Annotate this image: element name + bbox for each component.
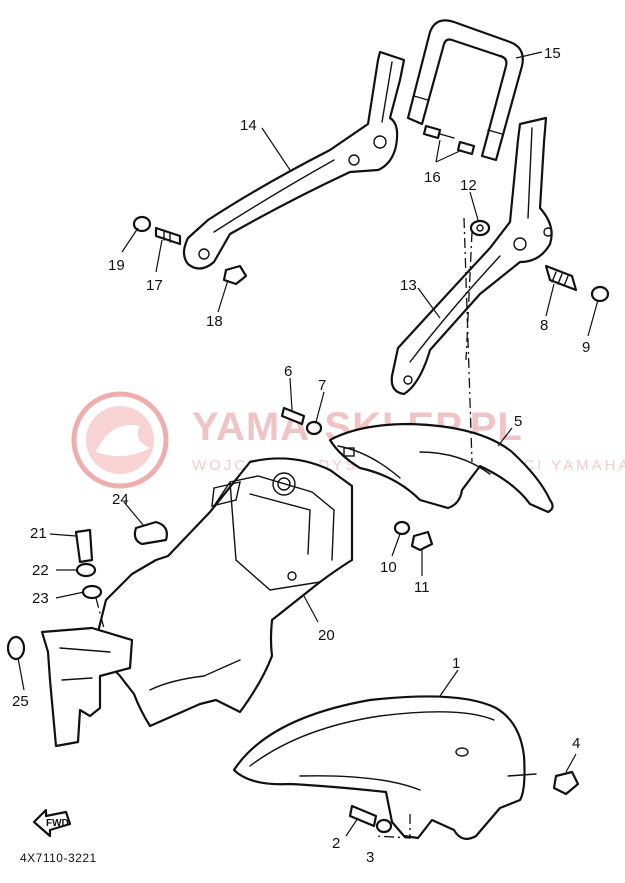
callout-19: 19 [108,257,125,274]
assembly-lines [95,217,473,839]
fwd-label: FWD [46,818,69,829]
callout-5: 5 [514,413,522,430]
part-15-grab-bar [406,19,524,162]
diagram-code: 4X7110-3221 [20,851,97,865]
callout-7: 7 [318,377,326,394]
callout-24: 24 [112,491,129,508]
callout-21: 21 [30,525,47,542]
callout-2: 2 [332,835,340,852]
callout-8: 8 [540,317,548,334]
part-20-inner-fender [96,457,354,728]
fwd-arrow-icon: FWD [32,808,72,838]
callout-22: 22 [32,562,49,579]
callout-12: 12 [460,177,477,194]
callout-18: 18 [206,313,223,330]
callout-6: 6 [284,363,292,380]
rear-flap [40,626,134,748]
callout-14: 14 [240,117,257,134]
callout-10: 10 [380,559,397,576]
callout-13: 13 [400,277,417,294]
part-13-grab-rail-right [390,116,553,396]
callout-11: 11 [414,579,430,596]
callout-15: 15 [544,45,561,62]
callout-17: 17 [146,277,163,294]
callouts: 1 2 3 4 5 6 7 8 9 10 11 12 13 14 15 16 1… [12,45,590,866]
part-1-front-fender [232,695,537,841]
callout-9: 9 [582,339,590,356]
callout-25: 25 [12,693,29,710]
callout-4: 4 [572,735,580,752]
callout-23: 23 [32,590,49,607]
callout-20: 20 [318,627,335,644]
callout-3: 3 [366,849,374,866]
watermark-logo-icon [71,391,169,489]
callout-16: 16 [424,169,441,186]
hardware [6,124,610,834]
part-14-grab-rail-left [182,50,406,270]
callout-1: 1 [452,655,460,672]
leader-lines [17,51,599,837]
part-5-rear-fender [328,422,554,514]
